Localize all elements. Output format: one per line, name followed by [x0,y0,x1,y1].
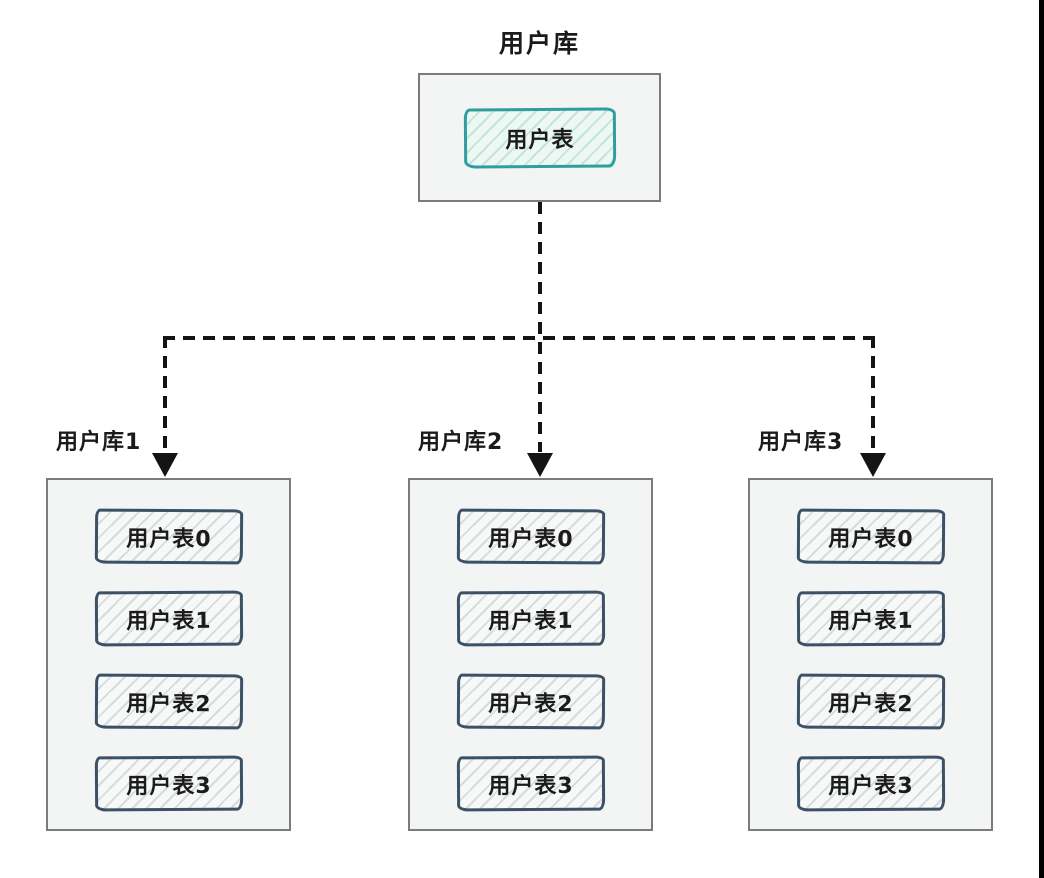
shard-db-3: 用户库3 用户表0 用户表1 用户表2 用户表3 [748,424,993,831]
shard-db-2: 用户库2 用户表0 用户表1 用户表2 用户表3 [408,424,653,831]
table-label: 用户表3 [827,773,914,799]
arrowhead-icon-3 [860,453,886,477]
table-label: 用户表1 [125,608,212,635]
table-label: 用户表3 [125,773,212,799]
table-label: 用户表2 [827,690,914,717]
shard-db-2-title: 用户库2 [418,430,504,455]
table-label: 用户表2 [487,690,574,717]
root-db-box: 用户表 [418,73,661,202]
shard-db-1-box: 用户表0 用户表1 用户表2 用户表3 [46,478,291,831]
table-box: 用户表1 [94,590,243,647]
table-label: 用户表0 [125,526,212,552]
shard-db-3-box: 用户表0 用户表1 用户表2 用户表3 [748,478,993,831]
table-label: 用户表0 [487,526,574,552]
root-table-box: 用户表 [463,106,616,169]
table-label: 用户表0 [827,526,914,552]
root-db-title: 用户库 [498,29,580,58]
table-box: 用户表1 [796,590,945,647]
root-table-label: 用户表 [504,127,575,153]
table-box: 用户表3 [94,755,243,812]
shard-db-2-box: 用户表0 用户表1 用户表2 用户表3 [408,478,653,831]
table-label: 用户表1 [487,608,574,635]
right-edge-bar [1039,0,1044,878]
table-box: 用户表0 [94,508,243,565]
table-label: 用户表3 [487,773,574,799]
connector-branch-line [163,336,875,340]
table-box: 用户表0 [796,508,945,565]
table-box: 用户表2 [456,673,605,730]
table-box: 用户表2 [94,673,243,730]
arrowhead-icon-2 [527,453,553,477]
arrowhead-icon-1 [152,453,178,477]
table-box: 用户表3 [456,755,605,812]
table-box: 用户表0 [456,508,605,565]
table-label: 用户表1 [827,608,914,635]
connector-trunk-line [538,202,542,452]
table-box: 用户表2 [796,673,945,730]
shard-db-1: 用户库1 用户表0 用户表1 用户表2 用户表3 [46,424,291,831]
table-label: 用户表2 [125,690,212,717]
shard-db-1-title: 用户库1 [56,430,142,455]
table-box: 用户表3 [796,755,945,812]
connector-drop-line-3 [871,336,875,452]
connector-drop-line-1 [163,336,167,452]
shard-db-3-title: 用户库3 [758,430,844,455]
table-box: 用户表1 [456,590,605,647]
